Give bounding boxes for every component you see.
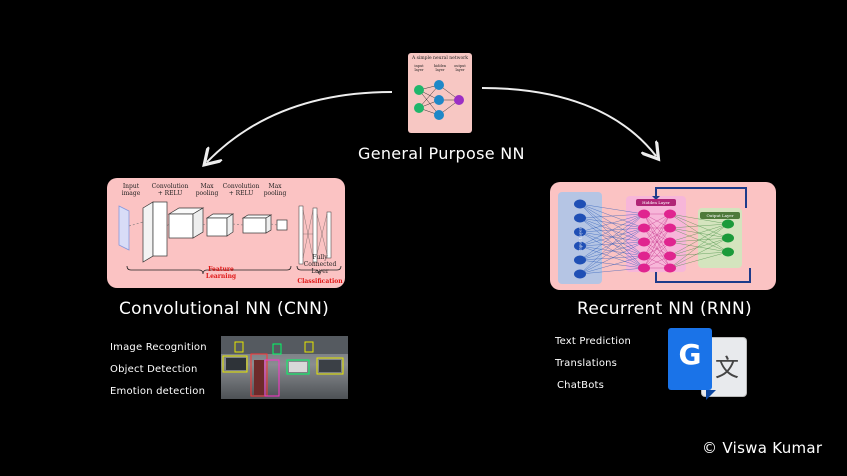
- rnn-connection: [669, 237, 729, 269]
- general-purpose-title: General Purpose NN: [358, 144, 525, 163]
- rnn-connection: [579, 203, 645, 215]
- rnn-use-translations: Translations: [555, 358, 618, 369]
- rnn-output-node: [722, 219, 734, 229]
- rnn-connection: [669, 251, 729, 269]
- rnn-connection: [579, 245, 645, 269]
- rnn-hidden-node: [638, 251, 650, 261]
- rnn-connection: [643, 213, 671, 257]
- rnn-output-node: [722, 247, 734, 257]
- rnn-use-chatbots: ChatBots: [557, 380, 605, 391]
- rnn-connection: [643, 213, 671, 243]
- cnn-use-object-detection: Object Detection: [110, 364, 198, 375]
- rnn-hidden-node: [664, 263, 676, 273]
- cnn-stage-pool2: Max pooling: [263, 183, 287, 197]
- rnn-diagram: Input Layer Hidden Layer Output Layer: [550, 182, 776, 290]
- rnn-hidden-node: [664, 237, 676, 247]
- rnn-connection: [669, 223, 729, 257]
- rnn-network: [558, 187, 751, 284]
- rnn-connection: [669, 223, 729, 269]
- rnn-output-node: [722, 233, 734, 243]
- cnn-classification: Classification: [297, 278, 343, 285]
- rnn-connection: [669, 237, 729, 257]
- rnn-connection: [579, 227, 645, 275]
- rnn-title: Recurrent NN (RNN): [577, 299, 752, 319]
- rnn-input-node: [574, 241, 586, 251]
- rnn-input-node: [574, 255, 586, 265]
- cnn-stage-conv1: Convolution + RELU: [151, 183, 189, 197]
- thumb-network: [414, 80, 464, 120]
- detection-boxes: [221, 336, 348, 397]
- rnn-input-node: [574, 213, 586, 223]
- rnn-hidden-node: [664, 209, 676, 219]
- arrow-to-rnn: [481, 87, 656, 156]
- rnn-connection: [579, 255, 645, 275]
- thumb-title: A simple neural network: [411, 56, 469, 61]
- rnn-connection: [643, 227, 671, 257]
- rnn-hidden-node: [638, 237, 650, 247]
- translate-fold: [706, 390, 716, 400]
- rnn-connection: [643, 227, 671, 269]
- rnn-connection: [579, 213, 645, 261]
- rnn-connection: [669, 223, 729, 243]
- rnn-hidden-node: [638, 263, 650, 273]
- rnn-connection: [579, 213, 645, 233]
- rnn-input-node: [574, 227, 586, 237]
- cnn-title: Convolutional NN (CNN): [119, 299, 330, 319]
- rnn-input-node: [574, 269, 586, 279]
- cnn-feature-learning: Feature Learning: [205, 266, 237, 280]
- rnn-output-label: Output Layer: [700, 212, 740, 219]
- rnn-connection: [579, 213, 645, 275]
- translate-glyph: 文: [715, 354, 739, 382]
- cnn-stage-pool1: Max pooling: [195, 183, 219, 197]
- rnn-connection: [579, 203, 645, 269]
- rnn-connection: [579, 217, 645, 269]
- rnn-connection: [643, 241, 671, 269]
- rnn-hidden-node: [638, 209, 650, 219]
- cnn-use-emotion-detection: Emotion detection: [110, 386, 206, 397]
- rnn-input-label: Input Layer: [577, 227, 583, 252]
- credit-text: © Viswa Kumar: [702, 439, 823, 457]
- google-translate-icon: 文 G: [668, 326, 748, 402]
- rnn-connection: [579, 213, 645, 219]
- rnn-hidden-label: Hidden Layer: [636, 199, 676, 206]
- simple-nn-thumbnail: A simple neural network input layer hidd…: [408, 53, 472, 133]
- rnn-hidden-node: [638, 223, 650, 233]
- rnn-connection: [669, 223, 729, 229]
- translate-g-letter: G: [678, 338, 702, 371]
- rnn-connection: [579, 267, 645, 275]
- rnn-hidden-node: [664, 223, 676, 233]
- rnn-input-node: [574, 199, 586, 209]
- cnn-use-image-recognition: Image Recognition: [110, 342, 207, 353]
- thumb-hidden-label: hidden layer: [433, 64, 447, 72]
- arrow-to-cnn: [207, 91, 393, 162]
- rnn-connection: [669, 213, 729, 225]
- rnn-connection: [579, 213, 645, 247]
- rnn-hidden-node: [664, 251, 676, 261]
- rnn-connection: [579, 259, 645, 269]
- rnn-connection: [579, 241, 645, 275]
- cnn-stage-conv2: Convolution + RELU: [222, 183, 260, 197]
- cnn-layers: [118, 201, 342, 275]
- rnn-use-text-prediction: Text Prediction: [555, 336, 632, 347]
- thumb-output-label: output layer: [454, 64, 466, 72]
- rnn-connection: [579, 231, 645, 269]
- cnn-diagram: Input image Convolution + RELU Max pooli…: [107, 178, 345, 288]
- rnn-connection: [669, 251, 729, 257]
- cnn-stage-input: Input image: [121, 183, 141, 197]
- object-detection-photo: [221, 336, 348, 399]
- translate-front-card: [668, 328, 712, 390]
- cnn-fully-connected: Fully Connected Layer: [303, 254, 337, 275]
- thumb-input-label: input layer: [414, 64, 424, 72]
